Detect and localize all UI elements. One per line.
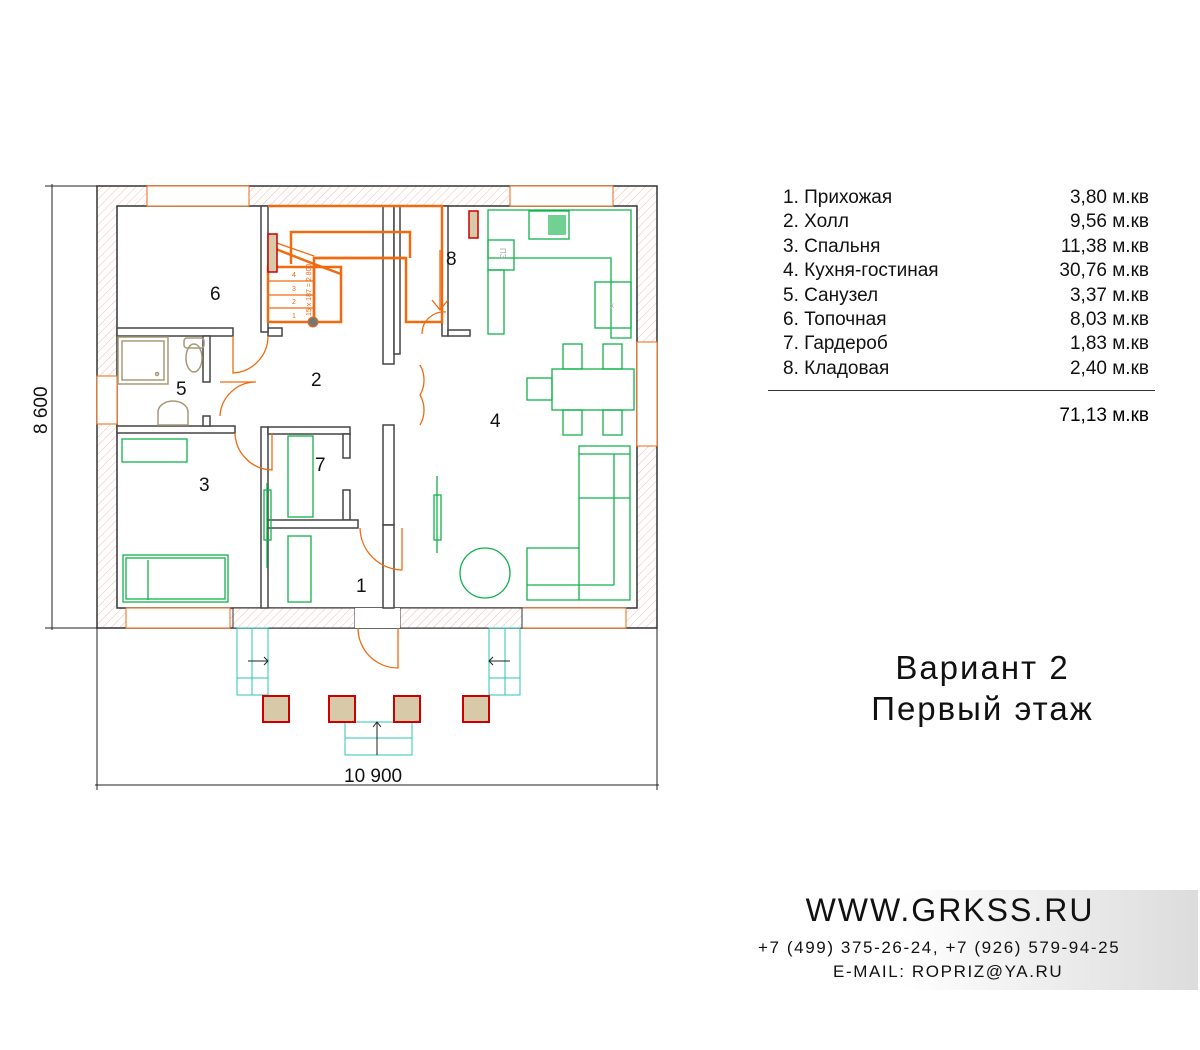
room-number: 5: [176, 379, 187, 400]
windows: [96, 185, 658, 629]
room-area: 11,38 м.кв: [1060, 235, 1149, 257]
bed: [122, 554, 229, 603]
coffee-table: [459, 547, 511, 599]
room-area: 3,80 м.кв: [1069, 187, 1149, 208]
room-name: 5. Санузел: [783, 284, 879, 306]
chair: [602, 409, 623, 436]
stove-label: ПЗ: [498, 248, 507, 259]
shoe-rack: [287, 535, 312, 603]
chimney: [267, 210, 479, 273]
room-name: 4. Кухня-гостиная: [783, 260, 939, 282]
svg-text:x: x: [610, 301, 614, 310]
room-number: 2: [311, 370, 322, 391]
table-row: 4. Кухня-гостиная 30,76 м.кв: [783, 259, 1149, 283]
room-area: 2,40 м.кв: [1069, 357, 1149, 379]
staircase: 4 3 2 1 15 x 187 = 2 800: [266, 204, 449, 328]
wardrobe-shelf: [287, 435, 314, 518]
chair: [562, 343, 583, 370]
room-number: 1: [356, 576, 367, 597]
fridge: [594, 281, 632, 329]
plan-title: Вариант 2 Первый этаж: [830, 647, 1135, 729]
furniture: ПЗ x: [121, 209, 635, 603]
room-name: 8. Кладовая: [783, 357, 890, 379]
sink: [157, 400, 189, 426]
room-area: 9,56 м.кв: [1069, 211, 1149, 233]
dimension-lines: 8 600 10 900: [31, 184, 659, 790]
stair-label: 15 x 187 = 2 800: [306, 264, 313, 316]
room-name: 2. Холл: [783, 211, 849, 233]
table-row: 3. Спальня 11,38 м.кв: [783, 235, 1149, 259]
table-row: 8. Кладовая 2,40 м.кв: [783, 357, 1149, 381]
room-name: 3. Спальня: [783, 235, 881, 257]
email[interactable]: E-MAIL: ROPRIZ@YA.RU: [833, 962, 1064, 981]
total-area: 71,13 м.кв: [1059, 405, 1149, 426]
width-dimension: 10 900: [344, 766, 402, 787]
stair-start-marker: [307, 316, 319, 328]
stair-step-label: 1: [292, 313, 296, 320]
toilet: [185, 343, 203, 373]
table-row: 6. Топочная 8,03 м.кв: [783, 308, 1149, 332]
table-row: 1. Прихожая 3,80 м.кв: [783, 186, 1149, 210]
chair: [562, 409, 583, 436]
bathroom-fixtures: [117, 336, 205, 426]
pillar: [393, 695, 421, 723]
dining-table: [551, 368, 635, 411]
chair: [526, 377, 553, 401]
stair-step-label: 3: [292, 286, 296, 293]
table-row: 5. Санузел 3,37 м.кв: [783, 284, 1149, 308]
pillar: [262, 695, 290, 723]
table-row: 2. Холл 9,56 м.кв: [783, 210, 1149, 234]
toilet-tank: [183, 337, 205, 349]
room-name: 6. Топочная: [783, 308, 887, 330]
doors: [219, 311, 447, 669]
phone-numbers: +7 (499) 375-26-24, +7 (926) 579-94-25: [758, 938, 1121, 957]
room-number: 3: [199, 475, 210, 496]
room-area-table: 1. Прихожая 3,80 м.кв 2. Холл 9,56 м.кв 3.…: [783, 186, 1149, 381]
variant-title: Вариант 2: [895, 649, 1070, 686]
contacts-footer: WWW.GRKSS.RU +7 (499) 375-26-24, +7 (926…: [740, 890, 1198, 990]
room-numbers: 1 2 3 4 5 6 7 8: [176, 249, 501, 597]
pillar: [462, 695, 490, 723]
room-name: 1. Прихожая: [783, 187, 893, 208]
room-area: 30,76 м.кв: [1059, 260, 1149, 282]
room-name: 7. Гардероб: [783, 333, 888, 355]
room-number: 7: [315, 455, 326, 476]
kitchen-sink: [528, 210, 570, 240]
table-divider: [768, 390, 1155, 391]
porch: [236, 627, 521, 756]
website-link[interactable]: WWW.GRKSS.RU: [805, 892, 1095, 928]
stair-step-label: 4: [292, 272, 296, 279]
room-number: 4: [490, 411, 501, 432]
room-area: 3,37 м.кв: [1069, 284, 1149, 306]
room-area: 8,03 м.кв: [1069, 308, 1149, 330]
stair-step-label: 2: [292, 299, 296, 306]
chair: [602, 343, 623, 370]
pillar: [328, 695, 356, 723]
room-area: 1,83 м.кв: [1069, 333, 1149, 355]
shower-tray: [117, 336, 169, 385]
floor-title: Первый этаж: [871, 690, 1094, 727]
table-row: 7. Гардероб 1,83 м.кв: [783, 332, 1149, 356]
room-number: 6: [210, 284, 221, 305]
room-number: 8: [446, 249, 457, 270]
height-dimension: 8 600: [31, 386, 52, 434]
dresser: [121, 438, 188, 463]
